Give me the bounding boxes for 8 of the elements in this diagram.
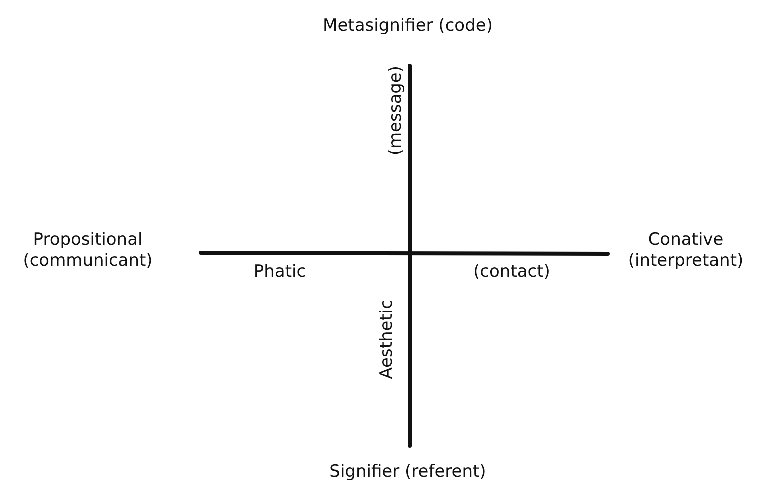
axis-label: (message) xyxy=(386,66,407,156)
axis-end-label: Metasignifier (code) xyxy=(322,16,494,37)
axis-label: Phatic xyxy=(252,262,308,283)
axis-end-label: Conative (interpretant) xyxy=(627,230,745,272)
axis-label: (contact) xyxy=(472,262,552,283)
axis-label: Aesthetic xyxy=(377,300,398,380)
axis-end-label: Propositional (communicant) xyxy=(22,230,154,272)
axis-end-label: Signifier (referent) xyxy=(328,462,488,483)
